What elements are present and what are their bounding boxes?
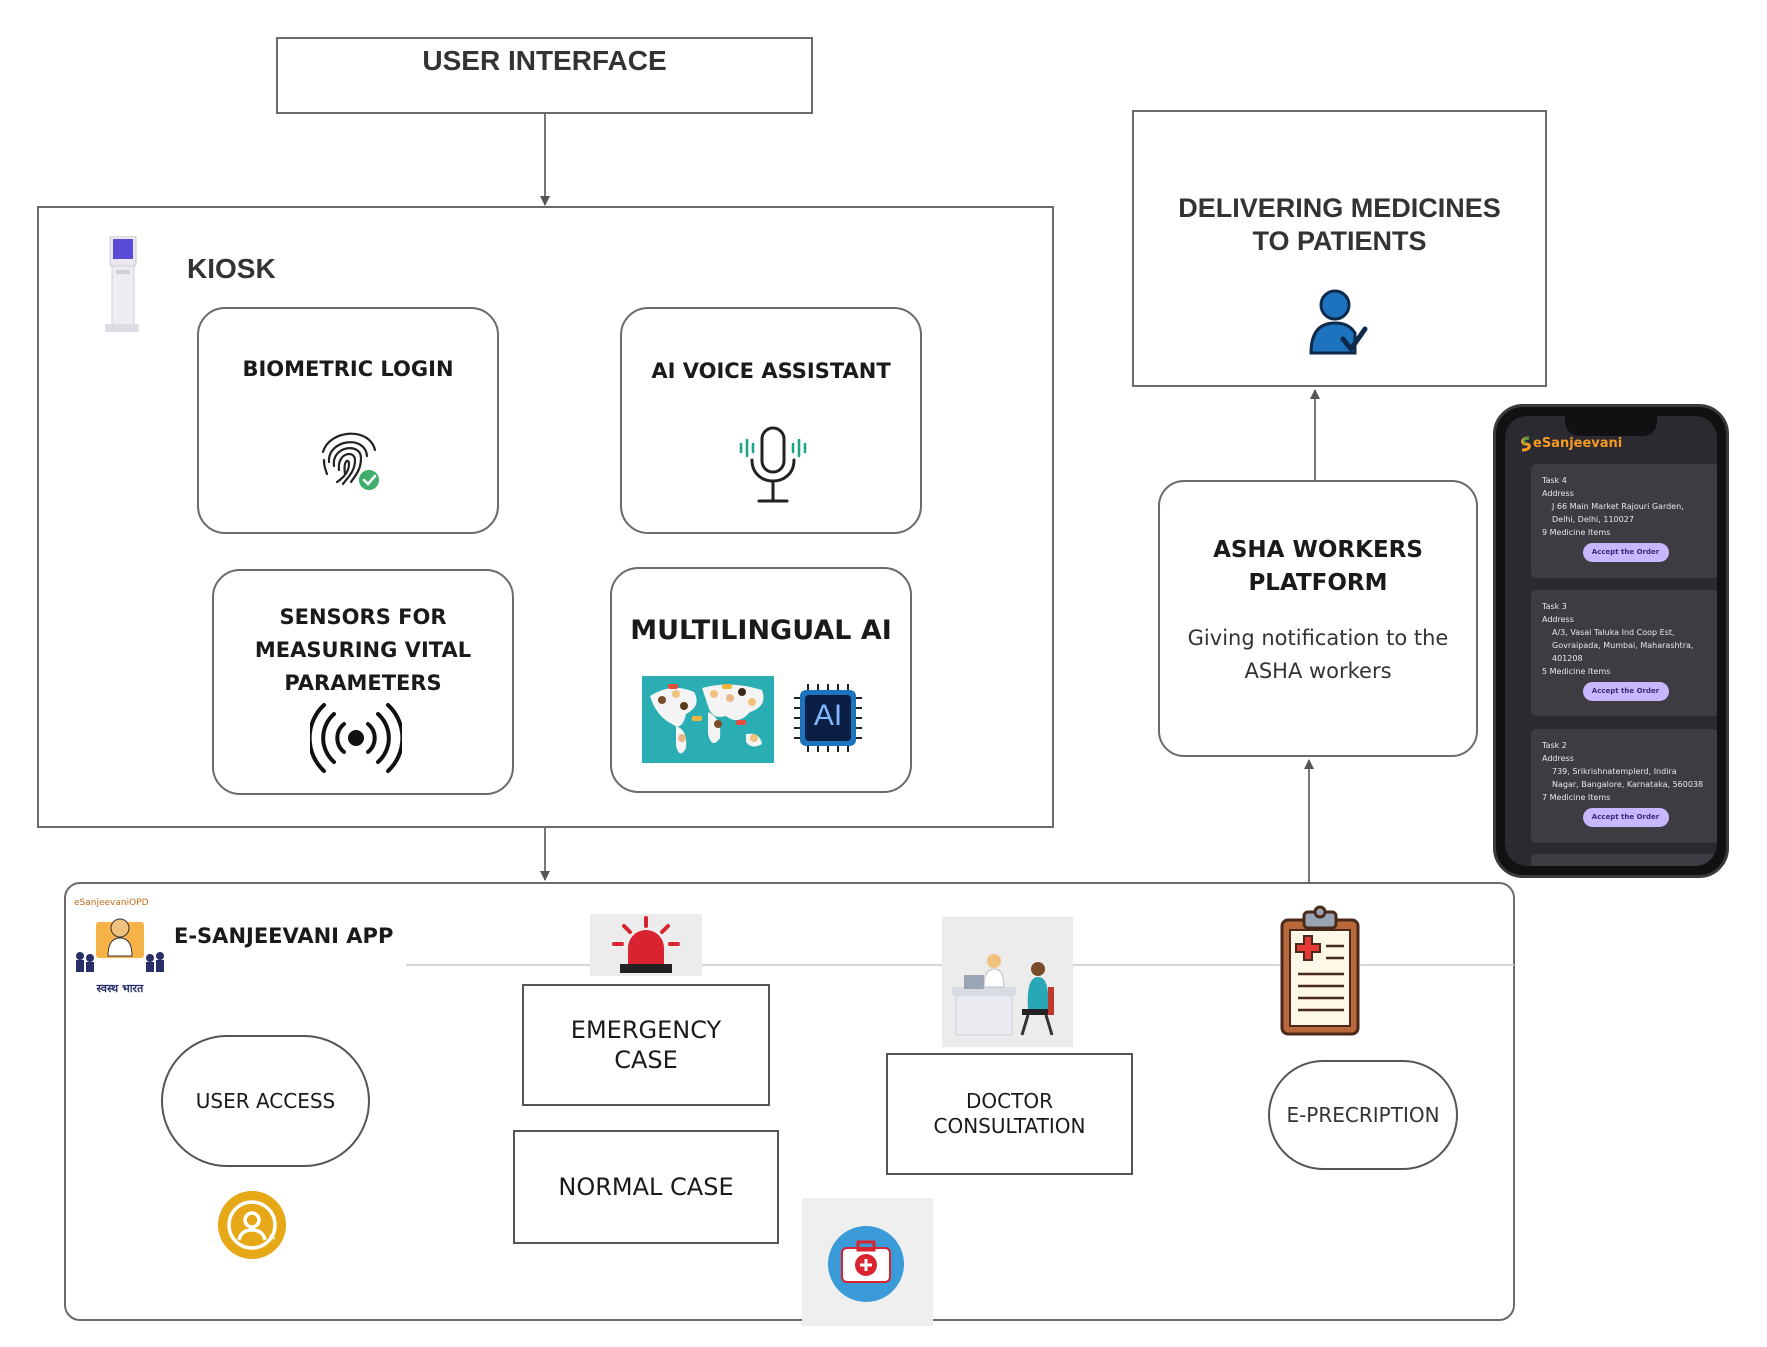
normal-case-label: NORMAL CASE (558, 1173, 734, 1201)
phone-brand-logo-icon (1519, 436, 1533, 452)
asha-platform-box: ASHA WORKERS PLATFORM Giving notificatio… (1158, 480, 1478, 757)
doctor-consultation-node: DOCTOR CONSULTATION (886, 1053, 1133, 1175)
normal-case-node: NORMAL CASE (513, 1130, 779, 1244)
asha-platform-title: ASHA WORKERS PLATFORM (1160, 534, 1476, 600)
phone-task-items: 5 Medicine Items (1542, 667, 1611, 676)
vital-sensors-line1: SENSORS FOR (279, 605, 447, 629)
biometric-login-title: BIOMETRIC LOGIN (242, 357, 454, 381)
phone-task-card: Task 3 Address A/3, Vasai Taluka Ind Coo… (1531, 590, 1717, 716)
doctor-community-icon (76, 918, 164, 972)
world-map-people-icon (642, 676, 774, 763)
phone-screen: eSanjeevani Task 4 Address J 66 Main Mar… (1505, 416, 1717, 866)
phone-task-name: Task 2 (1542, 741, 1567, 750)
kiosk-title: KIOSK (187, 253, 276, 284)
ai-voice-assistant-card: AI VOICE ASSISTANT (620, 307, 922, 534)
ai-chip-label: AI (813, 699, 843, 732)
phone-task-address-label: Address (1542, 615, 1574, 624)
emergency-line2: CASE (614, 1046, 678, 1074)
phone-task-address: Govraipada, Mumbai, Maharashtra, (1552, 641, 1694, 650)
emergency-case-label: EMERGENCY CASE (571, 1015, 721, 1075)
vital-sensors-title: SENSORS FOR MEASURING VITAL PARAMETERS (214, 601, 512, 700)
doctor-line1: DOCTOR (966, 1089, 1053, 1113)
doctor-consultation-illustration (942, 917, 1073, 1047)
asha-phone-mockup: eSanjeevani Task 4 Address J 66 Main Mar… (1493, 404, 1729, 878)
emergency-case-node: EMERGENCY CASE (522, 984, 770, 1106)
phone-task-name: Task 4 (1542, 476, 1567, 485)
emergency-siren-icon (590, 914, 702, 976)
phone-task-address: 401208 (1552, 654, 1583, 663)
logo-caption: स्वस्थ भारत (96, 982, 144, 995)
emergency-line1: EMERGENCY (570, 1016, 722, 1044)
esanjeevani-opd-logo: eSanjeevaniOPD स्वस्थ भारत (74, 898, 166, 998)
delivering-medicines-title: DELIVERING MEDICINES TO PATIENTS (1134, 192, 1545, 258)
logo-text: eSanjeevaniOPD (74, 898, 149, 908)
e-prescription-label: E-PRECRIPTION (1286, 1103, 1440, 1127)
ai-chip-icon: AI (792, 682, 864, 754)
esanjeevani-app-container: eSanjeevaniOPD स्वस्थ भारत E-SANJEEVANI … (64, 882, 1515, 1326)
asha-title-line2: PLATFORM (1248, 570, 1388, 596)
phone-task-address: J 66 Main Market Rajouri Garden, (1552, 502, 1684, 511)
ai-voice-assistant-title: AI VOICE ASSISTANT (651, 359, 891, 383)
esanjeevani-app-title: E-SANJEEVANI APP (174, 924, 394, 948)
asha-desc-line1: Giving notification to the (1187, 626, 1449, 650)
sensor-signal-icon (307, 699, 405, 777)
accept-order-button[interactable]: Accept the Order (1582, 808, 1669, 827)
phone-task-items: 7 Medicine Items (1542, 793, 1611, 802)
phone-task-items: 9 Medicine Items (1542, 528, 1611, 537)
kiosk-container: KIOSK BIOMETRIC LOGIN AI VOICE ASSISTANT (37, 206, 1054, 828)
vital-sensors-line3: PARAMETERS (284, 671, 442, 695)
user-access-label: USER ACCESS (195, 1089, 336, 1113)
phone-task-address: 739, Srikrishnatemplerd, Indira (1552, 767, 1677, 776)
biometric-login-card: BIOMETRIC LOGIN (197, 307, 499, 534)
phone-brand-name: eSanjeevani (1533, 436, 1623, 451)
user-interface-title: USER INTERFACE (422, 45, 667, 76)
phone-notch (1565, 416, 1657, 436)
vital-sensors-line2: MEASURING VITAL (254, 638, 472, 662)
microphone-icon (733, 422, 813, 512)
phone-task-card: Task 2 Address 739, Srikrishnatemplerd, … (1531, 729, 1717, 843)
delivering-medicines-box: DELIVERING MEDICINES TO PATIENTS (1132, 110, 1547, 387)
phone-task-address: Nagar, Bangalore, Karnataka, 560038 (1552, 780, 1704, 789)
phone-task-address-label: Address (1542, 754, 1574, 763)
phone-task-card: Task 4 Address J 66 Main Market Rajouri … (1531, 464, 1717, 578)
e-prescription-node: E-PRECRIPTION (1268, 1060, 1458, 1170)
asha-desc-line2: ASHA workers (1244, 659, 1392, 683)
multilingual-ai-card: MULTILINGUAL AI (610, 567, 912, 793)
asha-title-line1: ASHA WORKERS (1213, 537, 1423, 563)
delivering-line1: DELIVERING MEDICINES (1178, 193, 1501, 223)
kiosk-machine-icon (101, 235, 143, 334)
phone-task-card-partial (1531, 854, 1717, 866)
phone-task-address: Delhi, Delhi, 110027 (1552, 515, 1634, 524)
user-interface-box: USER INTERFACE (276, 37, 813, 114)
vital-sensors-card: SENSORS FOR MEASURING VITAL PARAMETERS (212, 569, 514, 795)
patient-check-icon (1309, 287, 1369, 359)
phone-task-name: Task 3 (1542, 602, 1567, 611)
accept-order-button[interactable]: Accept the Order (1582, 682, 1669, 701)
medical-kit-icon (802, 1198, 933, 1326)
accept-order-button[interactable]: Accept the Order (1582, 543, 1669, 562)
user-access-node: USER ACCESS (161, 1035, 370, 1167)
delivering-line2: TO PATIENTS (1252, 226, 1427, 256)
phone-task-address: A/3, Vasai Taluka Ind Coop Est, (1552, 628, 1675, 637)
asha-platform-description: Giving notification to the ASHA workers (1160, 622, 1476, 688)
fingerprint-icon (315, 422, 385, 494)
multilingual-ai-title: MULTILINGUAL AI (630, 615, 892, 646)
doctor-line2: CONSULTATION (933, 1114, 1086, 1138)
prescription-clipboard-icon (1276, 904, 1364, 1039)
phone-task-address-label: Address (1542, 489, 1574, 498)
user-sync-icon (217, 1190, 287, 1260)
doctor-consultation-label: DOCTOR CONSULTATION (933, 1089, 1085, 1139)
